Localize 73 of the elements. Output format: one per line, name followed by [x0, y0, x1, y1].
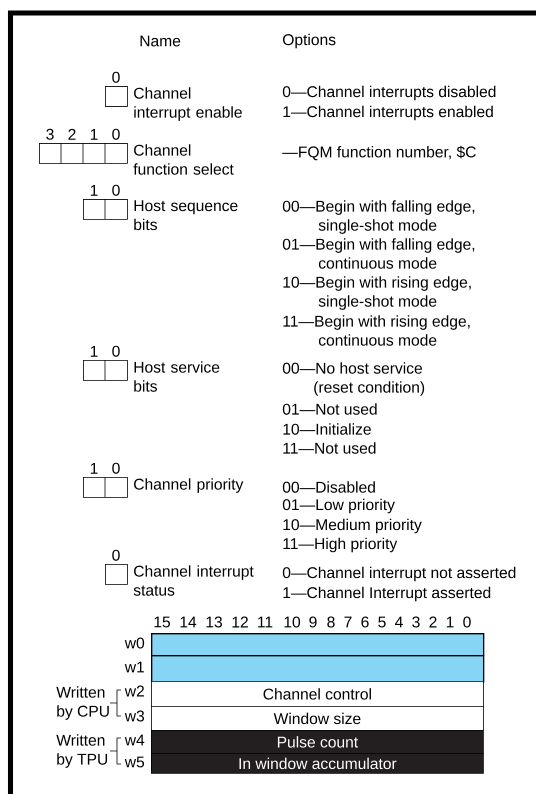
- word-label: w0: [124, 637, 144, 649]
- group-label: Written by CPU: [56, 686, 109, 720]
- bit-number: 12: [232, 616, 248, 628]
- bit-number: 6: [361, 616, 369, 628]
- option-text: 10—Medium priority: [283, 518, 422, 534]
- field-name: Channel interrupt status: [134, 565, 254, 596]
- word-label: w4: [124, 734, 144, 746]
- bit-number: 10: [284, 616, 300, 628]
- bit-number: 3: [412, 616, 420, 628]
- field-name: Host service bits: [134, 361, 220, 392]
- bit-number: 1: [90, 346, 98, 357]
- bit-field-box: [83, 198, 128, 220]
- word-label: w5: [124, 756, 144, 768]
- option-text: 1—Channel interrupts enabled: [283, 106, 493, 120]
- option-text: 00—Begin with falling edge, single-shot mode: [282, 200, 474, 234]
- word-label: w1: [124, 662, 144, 672]
- bit-number: 0: [112, 72, 120, 83]
- column-heading: Name: [140, 36, 180, 46]
- bit-number: 0: [112, 128, 120, 140]
- bit-field-box: [83, 360, 128, 381]
- register-row: Window size: [151, 706, 484, 731]
- bit-number: 1: [90, 463, 98, 474]
- bit-number: 15: [154, 616, 170, 628]
- bit-number: 2: [68, 128, 76, 140]
- word-label: w2: [124, 686, 144, 696]
- bit-number: 1: [90, 129, 98, 140]
- bit-number: 0: [112, 346, 120, 357]
- field-name: Channel function select: [134, 144, 234, 175]
- bit-number: 8: [327, 616, 335, 628]
- option-text: —FQM function number, $C: [282, 146, 476, 160]
- option-text: 11—Begin with rising edge, continuous mode: [283, 315, 470, 346]
- bit-number: 0: [112, 550, 120, 561]
- bit-number: 14: [180, 616, 196, 628]
- bit-field-box: [39, 142, 128, 164]
- option-text: 01—Not used: [282, 403, 377, 415]
- bit-number: 1: [446, 616, 454, 628]
- option-text: 11—Not used: [283, 442, 376, 454]
- bit-field-box: [105, 86, 128, 107]
- bit-number: 0: [112, 184, 120, 196]
- option-text: 00—Disabled: [282, 481, 375, 493]
- bit-number: 0: [463, 616, 471, 628]
- register-row: Channel control: [151, 681, 484, 707]
- bit-number: 9: [309, 616, 317, 628]
- field-name: Channel interrupt enable: [134, 87, 242, 121]
- option-text: 1—Channel Interrupt asserted: [283, 586, 490, 602]
- register-row: Pulse count: [151, 730, 484, 754]
- register-row: In window accumulator: [151, 753, 484, 774]
- group-label: Written by TPU: [56, 734, 108, 768]
- bit-field-box: [105, 564, 128, 585]
- option-text: 01—Low priority: [282, 498, 395, 514]
- bit-number: 3: [46, 128, 54, 140]
- option-text: 01—Begin with falling edge, continuous mode: [282, 238, 474, 269]
- bit-number: 4: [395, 616, 403, 628]
- bit-number: 1: [90, 185, 98, 196]
- option-text: 0—Channel interrupts disabled: [282, 86, 496, 100]
- bit-number: 11: [258, 616, 272, 628]
- bit-number: 0: [112, 462, 120, 474]
- bit-number: 2: [429, 616, 437, 628]
- bit-number: 7: [344, 616, 352, 628]
- word-label: w3: [124, 710, 144, 722]
- option-text: 10—Begin with rising edge, single-shot mode: [283, 276, 471, 310]
- bit-field-box: [83, 476, 128, 498]
- field-name: Host sequence bits: [134, 200, 238, 230]
- option-text: 00—No host service (reset condition): [282, 362, 424, 396]
- bit-number: 13: [206, 616, 222, 628]
- register-bar: [151, 655, 484, 682]
- register-bar: [151, 633, 484, 656]
- option-text: 11—High priority: [283, 538, 398, 552]
- option-text: 10—Initialize: [283, 423, 371, 435]
- option-text: 0—Channel interrupt not asserted: [282, 566, 516, 582]
- field-name: Channel priority: [134, 478, 244, 493]
- bit-number: 5: [378, 616, 386, 628]
- column-heading: Options: [283, 34, 336, 48]
